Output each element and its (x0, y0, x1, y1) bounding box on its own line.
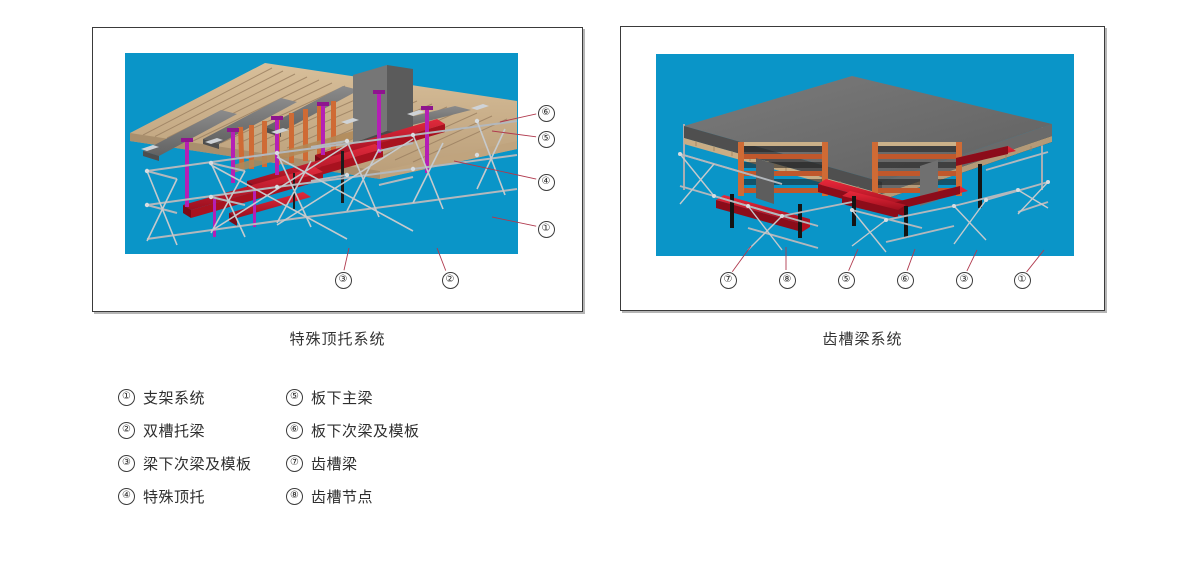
legend-marker-icon: ③ (118, 455, 135, 472)
callout-marker-toothed-groove-beam-system-6: ① (1013, 271, 1031, 289)
legend-item-④: ④ 特殊顶托 (118, 480, 252, 513)
leader-line (491, 130, 537, 138)
toothed-groove-beam-stack-right (872, 142, 962, 196)
toothed-groove-beam-stack-left (738, 142, 828, 196)
special-jack-heads (181, 90, 433, 142)
render-toothed-groove-beam-system (656, 54, 1074, 256)
callout-marker-toothed-groove-beam-system-5: ③ (955, 271, 973, 289)
legend-item-①: ① 支架系统 (118, 381, 252, 414)
leader-line (731, 245, 752, 272)
u-head-plates (141, 104, 489, 151)
callout-marker-special-jack-system-5: ③ (334, 271, 352, 289)
legend-item-label: 支架系统 (143, 389, 206, 407)
legend-item-label: 齿槽梁 (311, 455, 358, 473)
leader-line (848, 248, 859, 271)
leader-line (491, 216, 537, 227)
callout-marker-special-jack-system-3: ④ (537, 173, 555, 191)
legend-item-label: 双槽托梁 (143, 422, 206, 440)
callout-marker-toothed-groove-beam-system-3: ⑤ (837, 271, 855, 289)
callout-marker-toothed-groove-beam-system-1: ⑦ (719, 271, 737, 289)
scaffolding-couplers-right (678, 152, 1050, 222)
legend-column-2: ⑤ 板下主梁 ⑥ 板下次梁及模板 ⑦ 齿槽梁 ⑧ 齿槽节点 (286, 381, 420, 513)
legend-marker-icon: ② (118, 422, 135, 439)
callout-marker-special-jack-system-1: ⑥ (537, 104, 555, 122)
legend-item-⑥: ⑥ 板下次梁及模板 (286, 414, 420, 447)
callout-marker-special-jack-system-4: ① (537, 220, 555, 238)
scaffolding-system-right (678, 126, 1050, 254)
render-special-jack-system (125, 53, 518, 254)
legend-item-⑧: ⑧ 齿槽节点 (286, 480, 420, 513)
caption-special-jack-system: 特殊顶托系统 (289, 330, 386, 348)
render-svg-special-jack-system (125, 53, 518, 254)
leader-line (966, 249, 978, 272)
legend-item-②: ② 双槽托梁 (118, 414, 252, 447)
legend-item-⑦: ⑦ 齿槽梁 (286, 447, 420, 480)
legend-marker-icon: ① (118, 389, 135, 406)
leader-line (436, 247, 447, 271)
legend-item-label: 梁下次梁及模板 (143, 455, 252, 473)
figure-panel-toothed-groove-beam-system (620, 26, 1105, 311)
legend-column-1: ① 支架系统 ② 双槽托梁 ③ 梁下次梁及模板 ④ 特殊顶托 (118, 381, 252, 513)
legend-item-③: ③ 梁下次梁及模板 (118, 447, 252, 480)
leader-line (343, 247, 350, 271)
caption-toothed-groove-beam-system: 齿槽梁系统 (822, 330, 903, 348)
scaffolding-diagonal-braces (146, 120, 506, 246)
leader-line (499, 113, 537, 123)
legend-item-label: 板下主梁 (311, 389, 374, 407)
legend-marker-icon: ⑤ (286, 389, 303, 406)
legend-marker-icon: ⑥ (286, 422, 303, 439)
legend-marker-icon: ⑦ (286, 455, 303, 472)
legend-item-label: 板下次梁及模板 (311, 422, 420, 440)
legend-marker-icon: ⑧ (286, 488, 303, 505)
scaffolding-braces-right (679, 153, 1049, 253)
callout-marker-special-jack-system-6: ② (441, 271, 459, 289)
legend-marker-icon: ④ (118, 488, 135, 505)
leader-line (453, 160, 537, 180)
legend-item-label: 齿槽节点 (311, 488, 374, 506)
scaffolding-node-couplers (144, 118, 480, 208)
figure-panel-special-jack-system (92, 27, 583, 312)
leader-line (1026, 249, 1045, 273)
legend-item-⑤: ⑤ 板下主梁 (286, 381, 420, 414)
legend-item-label: 特殊顶托 (143, 488, 206, 506)
leader-line (906, 248, 916, 271)
callout-marker-toothed-groove-beam-system-4: ⑥ (896, 271, 914, 289)
callout-marker-special-jack-system-2: ⑤ (537, 130, 555, 148)
render-svg-toothed-groove-beam-system (656, 54, 1074, 256)
callout-marker-toothed-groove-beam-system-2: ⑧ (778, 271, 796, 289)
